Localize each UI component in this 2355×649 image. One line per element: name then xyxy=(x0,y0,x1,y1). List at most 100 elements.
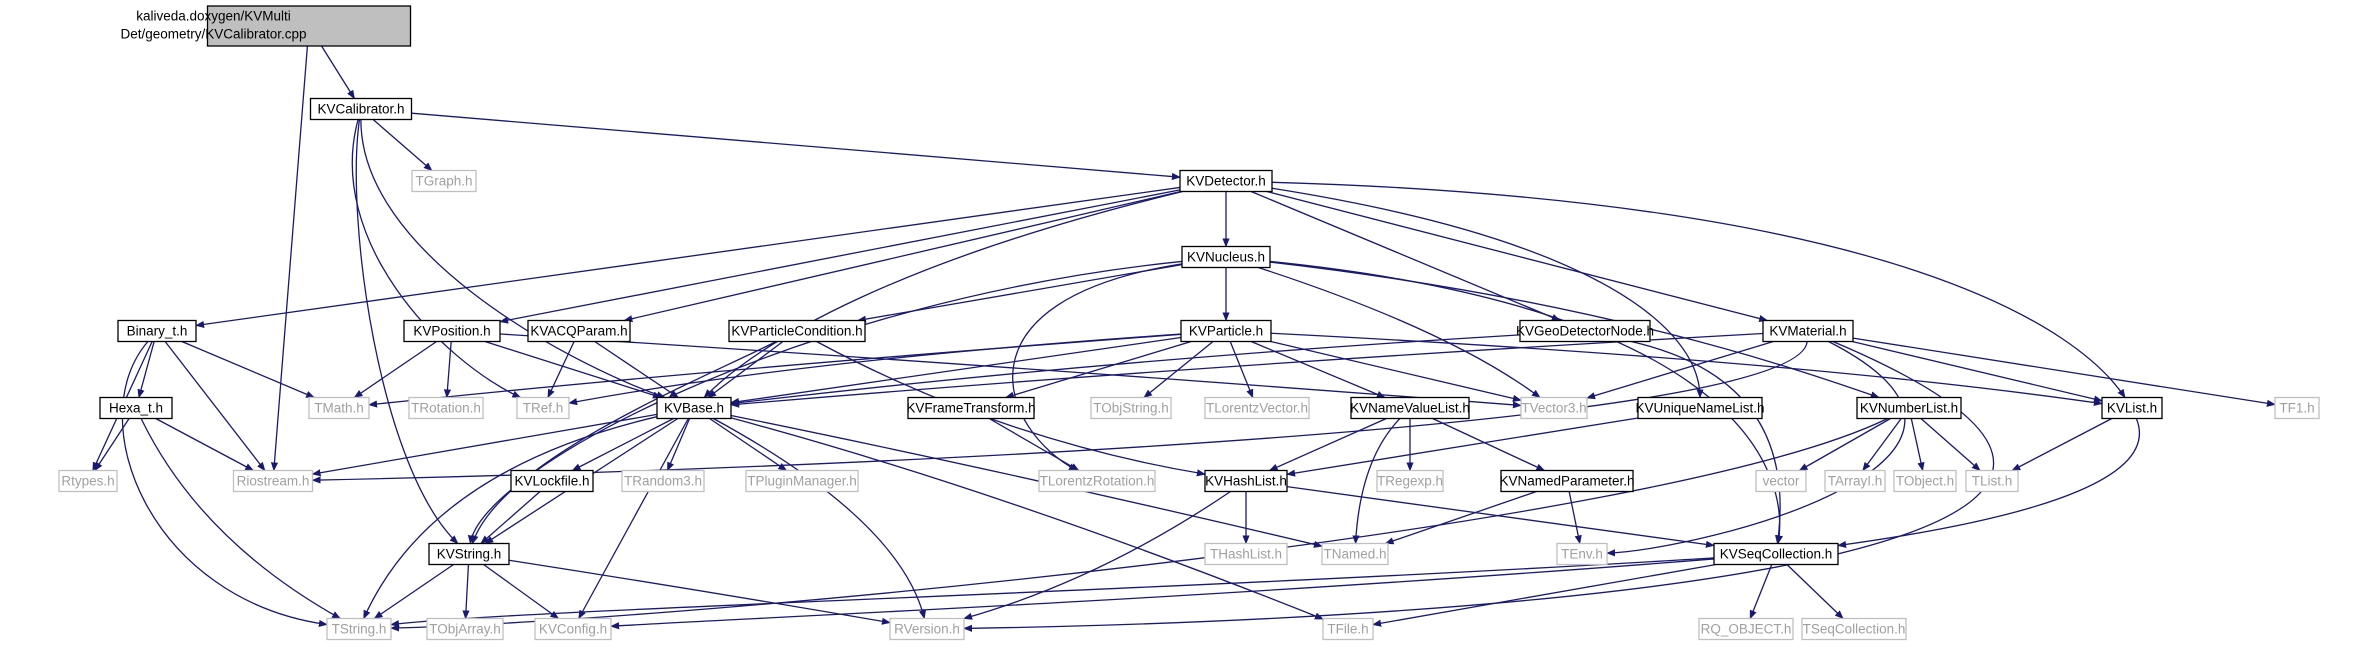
header-node-KVUniqueNameList_h[interactable]: KVUniqueNameList.h xyxy=(1635,396,1765,420)
header-node-Hexa_t_h[interactable]: Hexa_t.h xyxy=(99,396,173,420)
external-header-node-TF1_h: TF1.h xyxy=(2274,396,2320,420)
node-label: TVector3.h xyxy=(1521,401,1586,416)
edge-root-to-Riostream_h xyxy=(270,45,309,472)
edge-KVSeqCollection_h-to-KVConfig_h xyxy=(610,558,1715,630)
edge-KVUniqueNameList_h-to-KVHashList_h xyxy=(1286,417,1639,477)
external-header-node-TVector3_h: TVector3.h xyxy=(1520,396,1588,420)
header-node-KVMaterial_h[interactable]: KVMaterial.h xyxy=(1762,319,1854,343)
edge-KVACQParam_h-to-KVBase_h xyxy=(594,340,680,399)
header-node-KVPosition_h[interactable]: KVPosition.h xyxy=(403,319,501,343)
node-label: Riostream.h xyxy=(237,474,310,489)
header-node-KVFrameTransform_h[interactable]: KVFrameTransform.h xyxy=(906,396,1036,420)
edge-KVBase_h-to-TNamed_h xyxy=(730,414,1323,548)
edge-KVParticle_h-to-KVBase_h xyxy=(730,336,1182,406)
edge-KVNumberList_h-to-vector xyxy=(1798,417,1891,472)
edge-KVDetector_h-to-KVUniqueNameList_h xyxy=(1271,187,1704,399)
edge-KVSeqCollection_h-to-TString_h xyxy=(390,557,1715,628)
external-header-node-TRegexp_h: TRegexp.h xyxy=(1376,469,1444,493)
node-box xyxy=(1350,396,1470,420)
node-label: TPluginManager.h xyxy=(747,474,857,489)
edge-KVParticle_h-to-TLorentzVector_h xyxy=(1229,341,1254,399)
file-nodes: kaliveda.doxygen/KVMultiDet/geometry/KVC… xyxy=(58,5,2320,641)
header-node-KVACQParam_h[interactable]: KVACQParam.h xyxy=(527,319,631,343)
header-node-KVNamedParameter_h[interactable]: KVNamedParameter.h xyxy=(1499,469,1635,493)
edge-KVNameValueList_h-to-TNamed_h xyxy=(1352,418,1401,545)
header-node-Binary_t_h[interactable]: Binary_t.h xyxy=(117,319,197,343)
node-box xyxy=(1181,245,1271,269)
node-box xyxy=(1520,396,1588,420)
node-box xyxy=(326,617,392,641)
header-node-KVBase_h[interactable]: KVBase.h xyxy=(656,396,732,420)
header-node-KVNameValueList_h[interactable]: KVNameValueList.h xyxy=(1350,396,1470,420)
header-node-KVNumberList_h[interactable]: KVNumberList.h xyxy=(1856,396,1962,420)
edge-KVCalibrator_h-to-KVBase_h xyxy=(360,119,666,399)
node-label: KVList.h xyxy=(2107,401,2157,416)
node-box xyxy=(1500,469,1634,493)
node-box xyxy=(428,542,510,566)
node-label: THashList.h xyxy=(1210,547,1282,562)
node-label: KVHashList.h xyxy=(1205,474,1287,489)
node-box xyxy=(1755,469,1807,493)
header-node-KVNucleus_h[interactable]: KVNucleus.h xyxy=(1181,245,1271,269)
header-node-KVParticle_h[interactable]: KVParticle.h xyxy=(1180,319,1272,343)
edge-KVMaterial_h-to-KVList_h xyxy=(1852,340,2103,403)
node-label: TRef.h xyxy=(523,401,564,416)
node-label: TMath.h xyxy=(314,401,364,416)
node-label: KVNameValueList.h xyxy=(1350,401,1470,416)
node-box xyxy=(889,617,965,641)
node-box xyxy=(527,319,631,343)
node-label: TEnv.h xyxy=(1561,547,1603,562)
external-header-node-Riostream_h: Riostream.h xyxy=(232,469,314,493)
node-label: TRandom3.h xyxy=(624,474,702,489)
external-header-node-TRotation_h: TRotation.h xyxy=(408,396,484,420)
external-header-node-vector: vector xyxy=(1755,469,1807,493)
external-header-node-TGraph_h: TGraph.h xyxy=(411,169,477,193)
node-box xyxy=(621,469,705,493)
node-label: TSeqCollection.h xyxy=(1803,622,1906,637)
header-node-KVSeqCollection_h[interactable]: KVSeqCollection.h xyxy=(1713,542,1839,566)
node-label: KVDetector.h xyxy=(1186,174,1266,189)
edge-KVBase_h-to-TRandom3_h xyxy=(666,418,691,472)
edge-KVMaterial_h-to-KVBase_h xyxy=(730,332,1764,408)
node-box xyxy=(99,396,173,420)
node-label: KVNucleus.h xyxy=(1187,250,1265,265)
edge-KVFrameTransform_h-to-TLorentzRotation_h xyxy=(988,417,1080,472)
node-box xyxy=(1698,617,1794,641)
node-box xyxy=(728,319,866,343)
edge-KVDetector_h-to-Binary_t_h xyxy=(195,186,1181,328)
node-label: TF1.h xyxy=(2279,401,2314,416)
header-node-KVList_h[interactable]: KVList.h xyxy=(2101,396,2163,420)
external-header-node-TArrayI_h: TArrayI.h xyxy=(1824,469,1886,493)
node-label: TFile.h xyxy=(1327,622,1368,637)
node-box xyxy=(1038,469,1156,493)
node-box xyxy=(309,97,413,121)
external-header-node-RQ_OBJECT_h: RQ_OBJECT.h xyxy=(1698,617,1794,641)
header-node-KVCalibrator_h[interactable]: KVCalibrator.h xyxy=(309,97,413,121)
edge-KVLockfile_h-to-KVString_h xyxy=(480,491,541,545)
node-box xyxy=(1180,319,1272,343)
header-node-KVHashList_h[interactable]: KVHashList.h xyxy=(1204,469,1288,493)
header-node-KVParticleCondition_h[interactable]: KVParticleCondition.h xyxy=(728,319,866,343)
node-box xyxy=(656,396,732,420)
node-label: KVParticleCondition.h xyxy=(731,324,862,339)
edge-KVMaterial_h-to-TF1_h xyxy=(1852,337,2276,407)
edge-KVString_h-to-KVConfig_h xyxy=(483,563,560,620)
external-header-node-KVConfig_h: KVConfig.h xyxy=(534,617,612,641)
node-label: TObject.h xyxy=(1896,474,1954,489)
header-node-KVLockfile_h[interactable]: KVLockfile.h xyxy=(510,469,594,493)
node-box xyxy=(1519,319,1651,343)
node-label: Binary_t.h xyxy=(127,324,188,339)
header-node-KVDetector_h[interactable]: KVDetector.h xyxy=(1179,169,1273,193)
node-label: KVSeqCollection.h xyxy=(1720,547,1833,562)
edge-KVParticle_h-to-KVFrameTransform_h xyxy=(1004,340,1192,399)
node-box xyxy=(408,396,484,420)
header-node-KVString_h[interactable]: KVString.h xyxy=(428,542,510,566)
node-label: TLorentzRotation.h xyxy=(1040,474,1155,489)
node-box xyxy=(426,617,504,641)
edge-KVPosition_h-to-TMath_h xyxy=(353,340,437,399)
header-node-KVGeoDetectorNode_h[interactable]: KVGeoDetectorNode.h xyxy=(1516,319,1654,343)
node-label: TObjArray.h xyxy=(429,622,501,637)
dependency-edges xyxy=(92,45,2276,632)
edge-KVCalibrator_h-to-KVString_h xyxy=(355,119,459,545)
external-header-node-TFile_h: TFile.h xyxy=(1322,617,1374,641)
